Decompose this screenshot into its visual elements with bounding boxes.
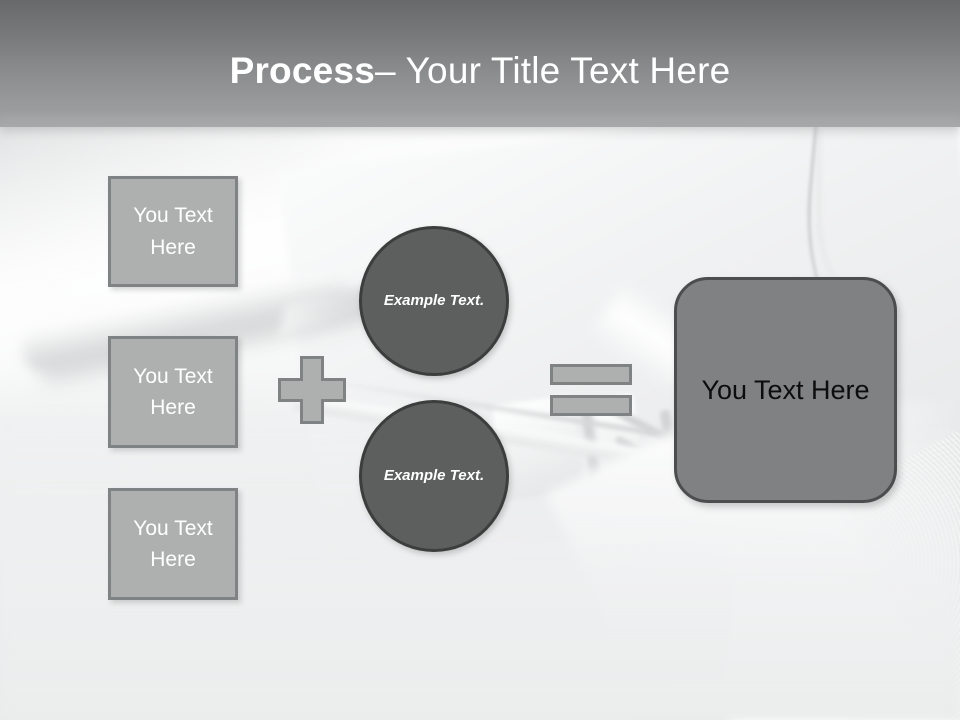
result-box-label: You Text Here bbox=[701, 374, 870, 405]
photo-cable-secondary bbox=[818, 128, 860, 298]
equals-icon bbox=[550, 364, 632, 416]
example-circle-top[interactable]: Example Text. bbox=[359, 226, 509, 376]
plus-icon-fill-vertical bbox=[303, 359, 321, 421]
example-circle-top-label: Example Text. bbox=[383, 292, 485, 310]
input-box-1[interactable]: You Text Here bbox=[108, 176, 238, 287]
equals-icon-bar-bottom bbox=[550, 395, 632, 416]
result-box[interactable]: You Text Here bbox=[674, 277, 897, 503]
page-title: Process – Your Title Text Here bbox=[0, 0, 960, 127]
input-box-2-label: You Text Here bbox=[133, 364, 213, 420]
title-banner bbox=[0, 0, 960, 127]
example-circle-bottom[interactable]: Example Text. bbox=[359, 400, 509, 552]
input-box-2[interactable]: You Text Here bbox=[108, 336, 238, 448]
input-box-3[interactable]: You Text Here bbox=[108, 488, 238, 600]
plus-icon bbox=[278, 356, 346, 424]
page-title-rest: – Your Title Text Here bbox=[374, 49, 731, 91]
equals-icon-bar-top bbox=[550, 364, 632, 385]
page-title-bold: Process bbox=[229, 49, 375, 91]
input-box-1-label: You Text Here bbox=[133, 204, 213, 259]
example-circle-bottom-label: Example Text. bbox=[383, 467, 485, 485]
input-box-3-label: You Text Here bbox=[133, 516, 213, 572]
